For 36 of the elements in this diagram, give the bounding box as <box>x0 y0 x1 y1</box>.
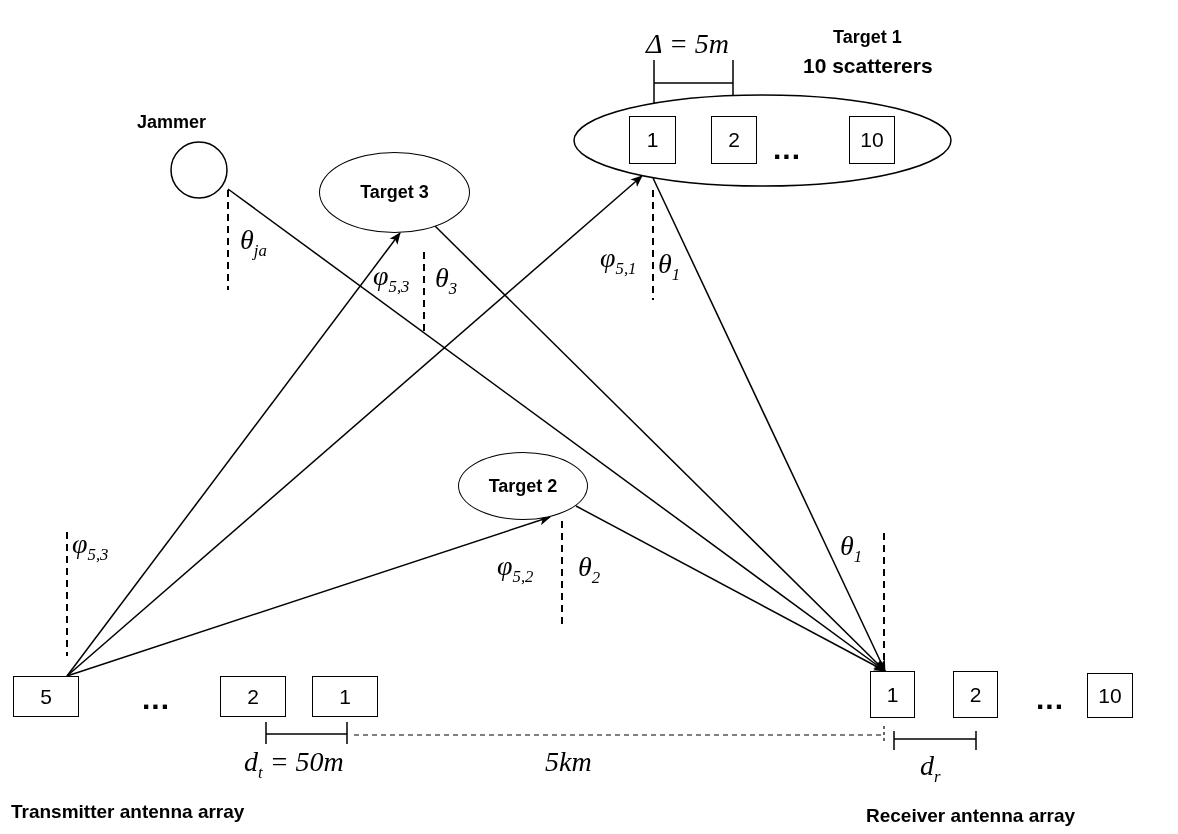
target-ellipse: Target 2 <box>458 452 588 520</box>
target-ellipse: Target 3 <box>319 152 470 233</box>
angle-label: θ$_{3}$ <box>435 264 458 298</box>
ellipsis: ... <box>773 140 801 158</box>
antenna-element: 2 <box>220 676 286 717</box>
dimension-label: d$_{t}$ = 50m <box>244 748 344 782</box>
angle-label: φ$_{5,2}$ <box>497 552 534 586</box>
antenna-element: 2 <box>953 671 998 718</box>
array-caption: Receiver antenna array <box>866 806 1076 827</box>
antenna-element: 10 <box>1087 673 1133 718</box>
arrow <box>652 177 886 672</box>
array-caption: Transmitter antenna array <box>11 802 245 823</box>
dimension-label: Δ = 5m <box>646 30 730 58</box>
arrow <box>66 175 643 677</box>
scatterer-box: 1 <box>629 116 676 164</box>
ellipsis: ... <box>142 690 170 708</box>
antenna-element: 5 <box>13 676 79 717</box>
arrow <box>66 515 551 677</box>
angle-label: θ$_{1}$ <box>658 250 681 284</box>
antenna-element: 1 <box>312 676 378 717</box>
angle-label: θ$_{1}$ <box>840 532 863 566</box>
arrow <box>66 232 401 677</box>
node-title: Jammer <box>137 113 207 133</box>
antenna-element: 1 <box>870 671 915 718</box>
angle-label: φ$_{5,1}$ <box>600 244 637 278</box>
node-title: Target 1 <box>833 28 902 48</box>
angle-label: θ$_{2}$ <box>578 553 601 587</box>
dimension-label: d$_{r}$ <box>920 752 941 786</box>
scatterer-box: 2 <box>711 116 757 164</box>
scatterer-box: 10 <box>849 116 895 164</box>
angle-label: φ$_{5,3}$ <box>72 530 109 564</box>
dimension-label: 5km <box>545 748 592 776</box>
node-subtitle: 10 scatterers <box>803 54 933 78</box>
angle-label: φ$_{5,3}$ <box>373 262 410 296</box>
ellipsis: ... <box>1036 690 1064 708</box>
angle-label: θ$_{ja}$ <box>240 226 267 260</box>
